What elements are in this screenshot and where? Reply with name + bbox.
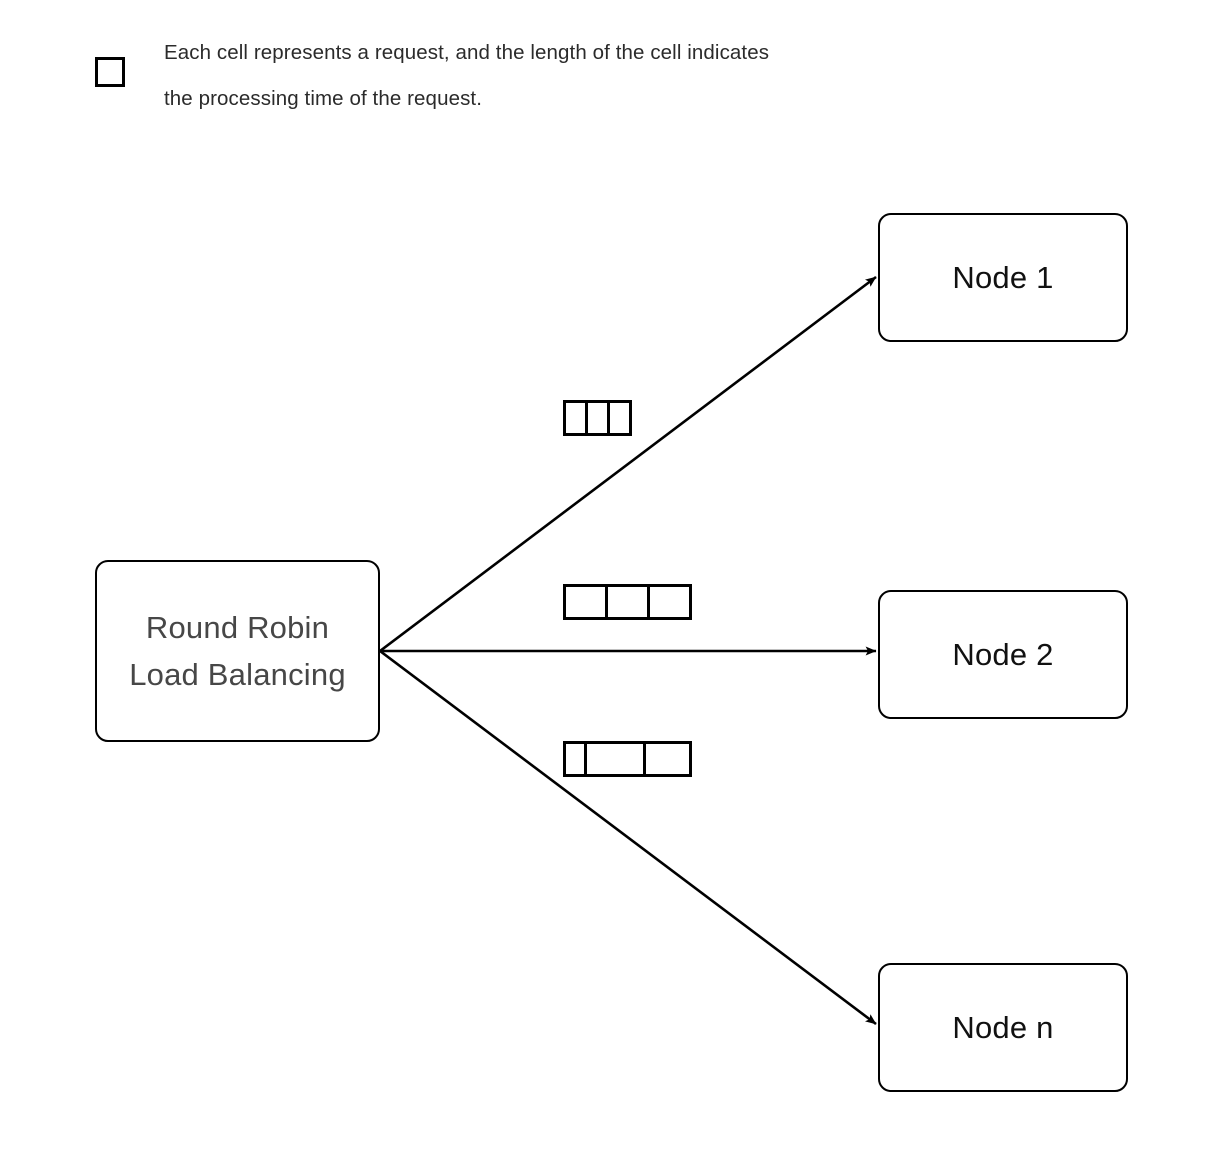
request-queue-node-1 bbox=[563, 400, 632, 436]
node-box-node-1[interactable]: Node 1 bbox=[878, 213, 1128, 342]
legend-text-line-2: the processing time of the request. bbox=[164, 87, 483, 110]
node-box-node-2[interactable]: Node 2 bbox=[878, 590, 1128, 719]
request-cell bbox=[566, 744, 588, 774]
request-cell bbox=[566, 587, 608, 617]
request-cell bbox=[650, 587, 689, 617]
legend-text: Each cell represents a request, and the … bbox=[164, 30, 984, 122]
node-box-node-n[interactable]: Node n bbox=[878, 963, 1128, 1092]
balancer-label: Round Robin Load Balancing bbox=[129, 604, 346, 698]
node-label-node-n: Node n bbox=[952, 1009, 1054, 1045]
request-cell bbox=[646, 744, 689, 774]
round-robin-load-balancer-node[interactable]: Round Robin Load Balancing bbox=[95, 560, 380, 742]
request-cell bbox=[566, 403, 588, 433]
request-cell bbox=[587, 744, 647, 774]
request-cell bbox=[588, 403, 610, 433]
request-cell-square-icon bbox=[95, 57, 125, 87]
request-queue-node-n bbox=[563, 741, 692, 777]
request-cell bbox=[608, 587, 650, 617]
request-queue-node-2 bbox=[563, 584, 692, 620]
node-label-node-2: Node 2 bbox=[952, 636, 1054, 672]
edge-balancer-to-noden bbox=[379, 649, 877, 1026]
edge-balancer-to-node1 bbox=[379, 275, 877, 653]
legend: Each cell represents a request, and the … bbox=[92, 30, 992, 130]
legend-text-line-1: Each cell represents a request, and the … bbox=[164, 41, 770, 64]
request-cell bbox=[610, 403, 629, 433]
balancer-label-line-1: Round Robin bbox=[145, 610, 330, 645]
balancer-label-line-2: Load Balancing bbox=[129, 657, 346, 692]
node-label-node-1: Node 1 bbox=[952, 259, 1054, 295]
